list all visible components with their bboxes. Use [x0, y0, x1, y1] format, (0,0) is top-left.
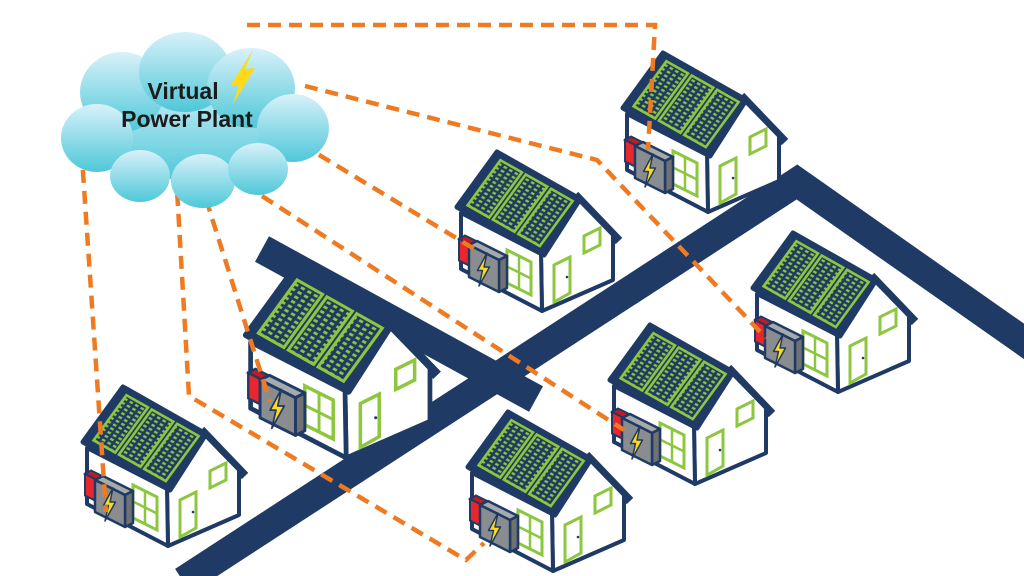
connection-top-right [247, 22, 658, 151]
connection-upper-middle [281, 131, 478, 252]
house-bottom-left [83, 387, 245, 546]
house-middle-left [246, 270, 437, 458]
connection-bottom-center [173, 171, 486, 563]
house-bottom-center [468, 412, 630, 571]
connection-bottom-left [77, 127, 109, 513]
connection-mid-right [260, 194, 626, 432]
connection-far-right [304, 83, 768, 340]
house-mid-right [610, 325, 772, 484]
connection-middle-left [203, 198, 273, 403]
house-upper-middle [457, 152, 619, 311]
lightning-bolt-icon [230, 50, 255, 104]
cloud-shape [61, 32, 329, 208]
cloud-label-line1: Virtual [147, 78, 218, 104]
vpp-cloud: Virtual Power Plant [61, 32, 329, 208]
cloud-label-line2: Power Plant [121, 106, 253, 132]
connections-layer [77, 22, 768, 563]
road-branch [255, 236, 543, 412]
road-main [175, 164, 1024, 576]
roads-layer [175, 164, 1024, 576]
